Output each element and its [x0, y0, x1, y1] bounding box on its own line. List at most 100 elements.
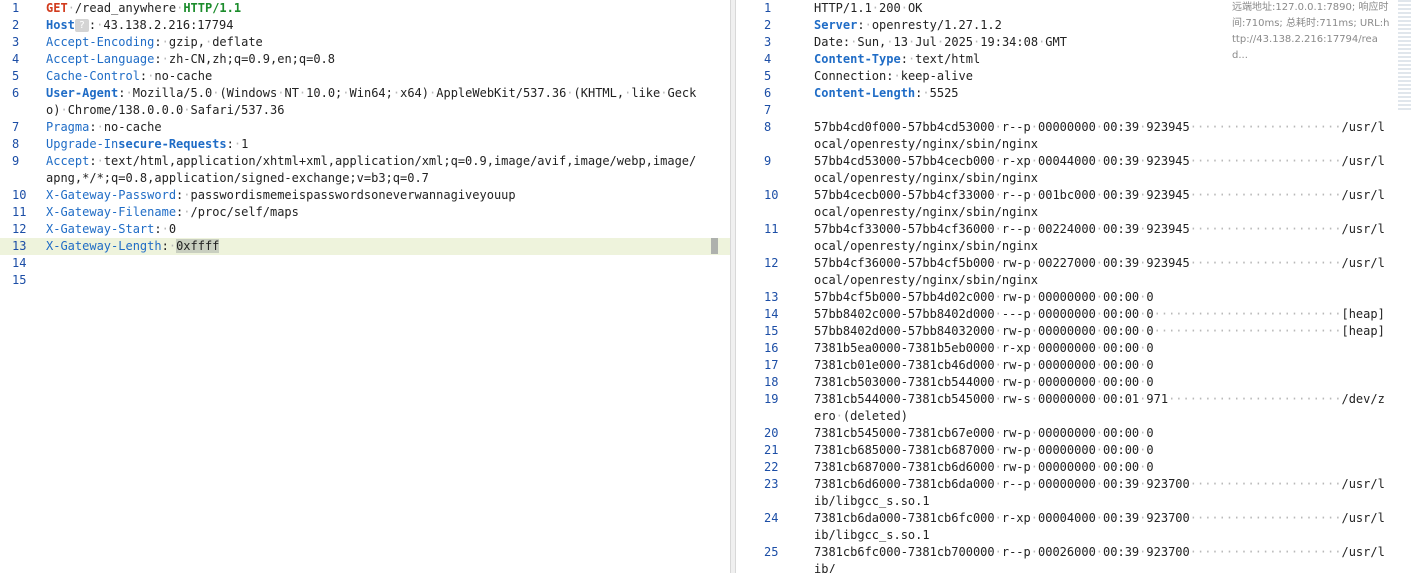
whitespace-dots: ··························: [1153, 324, 1342, 338]
whitespace-dots: ·: [835, 409, 843, 423]
header-value: zh-CN,zh;q=0.9,en;q=0.8: [168, 52, 336, 66]
map-entry: 00:01: [1103, 392, 1140, 406]
map-entry: 0: [1146, 341, 1154, 355]
map-entry: /usr/local/openresty/nginx/sbin/nginx: [814, 222, 1385, 253]
whitespace-dots: ·: [1030, 443, 1038, 457]
whitespace-dots: ·: [1139, 307, 1147, 321]
map-entry: 00:00: [1103, 307, 1140, 321]
map-entry: 923700: [1146, 511, 1190, 525]
pane-divider[interactable]: [730, 0, 736, 573]
header-name: X-Gateway-Length: [46, 239, 162, 253]
map-entry: 00:00: [1103, 443, 1140, 457]
line-content: [814, 102, 1411, 119]
map-entry: 0: [1146, 358, 1154, 372]
header-value: :: [886, 69, 894, 83]
whitespace-dots: ··························: [1153, 307, 1342, 321]
line-content: GET·/read_anywhere·HTTP/1.1: [46, 0, 730, 17]
header-value: no-cache: [103, 120, 162, 134]
header-separator: :: [161, 239, 169, 253]
header-value: :: [176, 188, 184, 202]
map-entry: 7381cb01e000-7381cb46d000: [814, 358, 995, 372]
header-value: text/html,application/xhtml+xml,applicat…: [46, 154, 697, 185]
map-entry: r-xp: [1001, 341, 1031, 355]
code-line[interactable]: 14: [0, 255, 730, 272]
line-number: 20: [764, 426, 779, 440]
whitespace-dots: ·: [973, 35, 981, 49]
whitespace-dots: ·: [1095, 358, 1104, 372]
whitespace-dots: ·····················: [1189, 222, 1342, 236]
header-value: x64): [400, 86, 430, 100]
whitespace-dots: ·: [1095, 290, 1104, 304]
whitespace-dots: ·: [1139, 460, 1147, 474]
map-entry: 00004000: [1038, 511, 1096, 525]
whitespace-dots: ·: [994, 426, 1002, 440]
header-name: Host: [46, 18, 75, 32]
minimap[interactable]: [1398, 0, 1411, 110]
whitespace-dots: ·: [994, 222, 1002, 236]
whitespace-dots: ·: [1095, 375, 1104, 389]
header-name: Connection: [814, 69, 887, 83]
code-line[interactable]: 1 GET·/read_anywhere·HTTP/1.1: [0, 0, 730, 17]
whitespace-dots: ·: [168, 239, 177, 253]
line-number: 13: [764, 290, 779, 304]
line-number: 1: [12, 1, 20, 15]
code-line[interactable]: 15: [0, 272, 730, 289]
header-value: Win64;: [349, 86, 393, 100]
line-number: 15: [12, 273, 27, 287]
map-entry: 00000000: [1038, 426, 1096, 440]
header-value: passwordismemeispasswordsoneverwannagive…: [190, 188, 516, 202]
code-line[interactable]: 7: [736, 102, 1411, 119]
header-name: secure-Requests: [118, 137, 227, 151]
whitespace-dots: ·: [1139, 477, 1147, 491]
map-entry: 923945: [1146, 154, 1190, 168]
whitespace-dots: ·: [1095, 154, 1104, 168]
line-content: Date:·Sun,·13·Jul·2025·19:34:08·GMT: [814, 34, 1411, 51]
help-icon[interactable]: ?: [74, 19, 89, 32]
line-number: 2: [764, 18, 772, 32]
whitespace-dots: ·····················: [1189, 154, 1342, 168]
whitespace-dots: ·: [1139, 511, 1147, 525]
line-content: X-Gateway-Password:·passwordismemeispass…: [46, 187, 730, 204]
request-path: /read_anywhere: [74, 1, 177, 15]
line-number: 13: [12, 239, 27, 253]
header-value: 13: [893, 35, 908, 49]
